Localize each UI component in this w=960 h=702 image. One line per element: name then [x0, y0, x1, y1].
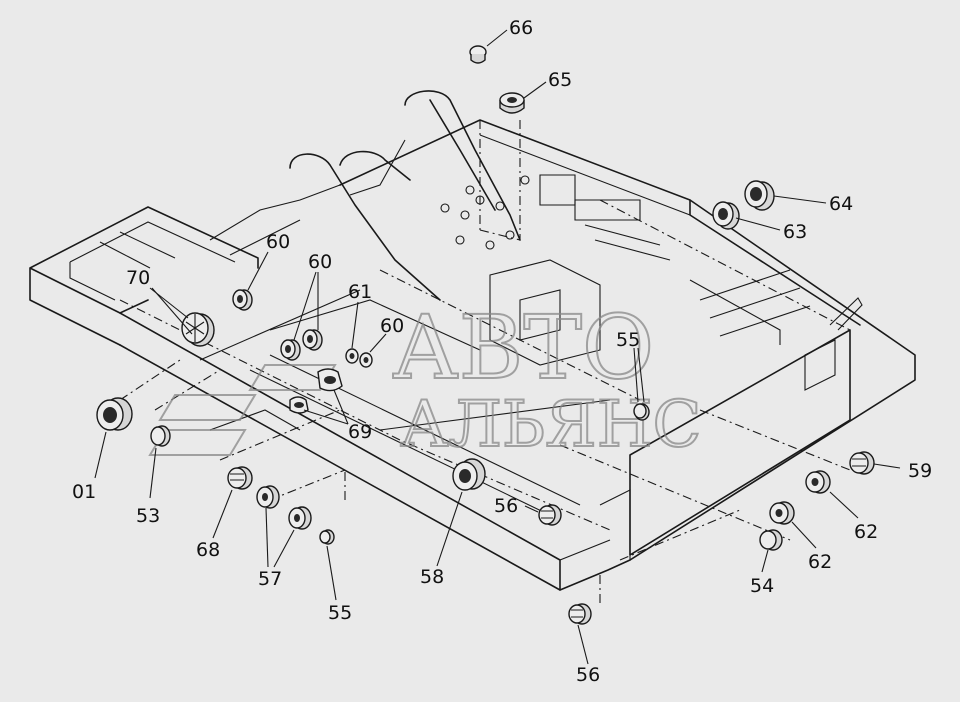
- part-60-grommet-a: [232, 289, 253, 311]
- callout-66: 66: [509, 17, 533, 39]
- callout-56-a: 56: [494, 495, 518, 517]
- part-70-cap: [181, 312, 215, 347]
- part-54-plug: [759, 529, 783, 551]
- callout-labels: 66 65 64 63 60 60 60 61 70 55 69 59 01 5…: [72, 17, 932, 686]
- callout-60-a: 60: [266, 231, 290, 253]
- callout-62-b: 62: [808, 551, 832, 573]
- part-63-grommet: [712, 201, 740, 230]
- callout-70: 70: [126, 267, 150, 289]
- callout-54: 54: [750, 575, 774, 597]
- part-62-grommet-a: [805, 470, 831, 494]
- part-57-grommet-b: [288, 506, 312, 530]
- main-frame: [29, 90, 916, 605]
- part-61-ring: [345, 348, 359, 364]
- callout-62-a: 62: [854, 521, 878, 543]
- part-66-plug: [469, 45, 487, 64]
- callout-63: 63: [783, 221, 807, 243]
- callout-68: 68: [196, 539, 220, 561]
- part-60-ring-d: [359, 352, 373, 368]
- part-68-grommet: [227, 466, 253, 490]
- callout-64: 64: [829, 193, 853, 215]
- part-59-grommet: [849, 451, 875, 475]
- part-64-grommet: [744, 180, 775, 211]
- part-55-plug-b: [319, 529, 335, 545]
- callout-59: 59: [908, 460, 932, 482]
- callout-60-b: 60: [308, 251, 332, 273]
- part-69-seal-b: [289, 396, 309, 414]
- callout-61: 61: [348, 281, 372, 303]
- part-69-seal-a: [317, 368, 343, 392]
- part-01-grommet: [96, 397, 133, 431]
- part-60-grommet-b: [302, 329, 323, 351]
- part-62-grommet-b: [769, 501, 795, 525]
- callout-65: 65: [548, 69, 572, 91]
- callout-01: 01: [72, 481, 96, 503]
- callout-69: 69: [348, 421, 372, 443]
- part-58-grommet: [452, 458, 486, 491]
- part-53-plug: [150, 425, 171, 447]
- callout-53: 53: [136, 505, 160, 527]
- watermark: АВТО АЛЬЯНС: [148, 295, 702, 463]
- watermark-line-2: АЛЬЯНС: [400, 388, 701, 462]
- part-60-grommet-c: [280, 339, 301, 361]
- part-65-grommet: [499, 92, 525, 114]
- watermark-line-1: АВТО: [392, 296, 654, 399]
- callout-57: 57: [258, 568, 282, 590]
- part-57-grommet-a: [256, 485, 280, 509]
- callout-55-a: 55: [616, 329, 640, 351]
- part-56-plug-b: [568, 603, 592, 625]
- callout-56-b: 56: [576, 664, 600, 686]
- part-56-plug-a: [538, 504, 562, 526]
- callout-58: 58: [420, 566, 444, 588]
- callout-55-b: 55: [328, 602, 352, 624]
- part-55-plug-a: [633, 403, 650, 421]
- leader-lines: [94, 29, 901, 665]
- callout-60-c: 60: [380, 315, 404, 337]
